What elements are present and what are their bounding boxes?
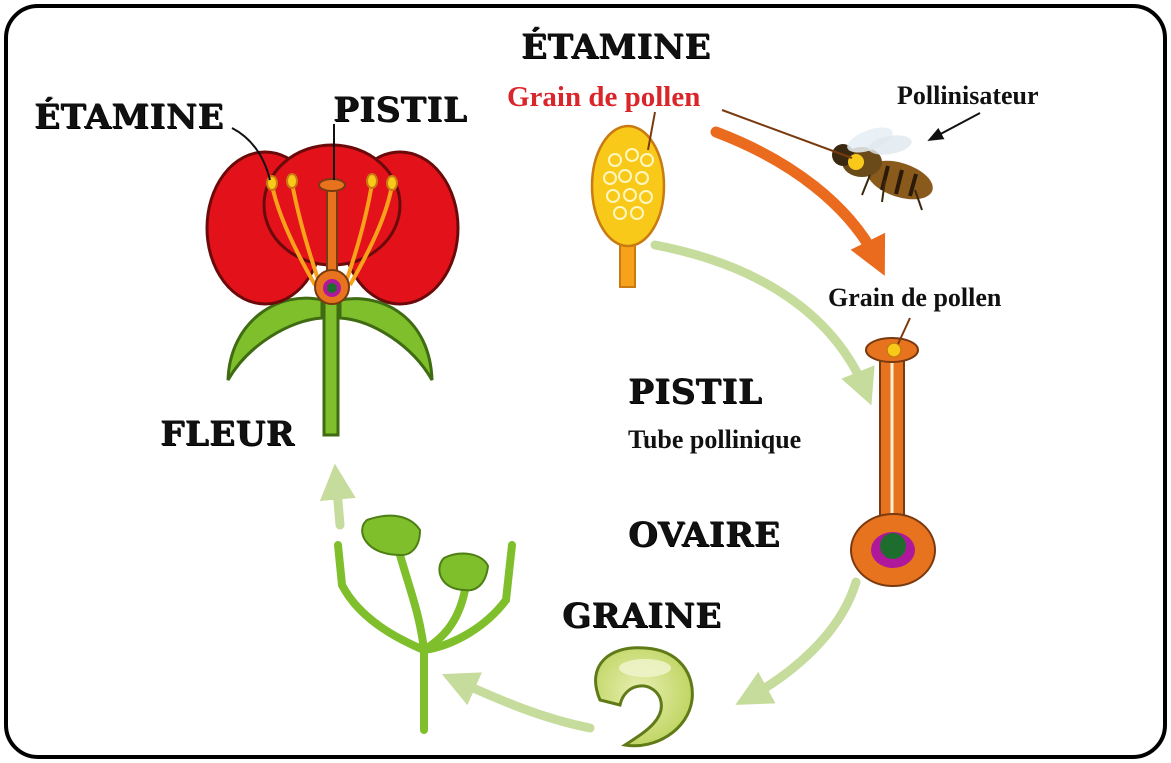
label-tube-pollinique: Tube pollinique (628, 425, 801, 455)
flower-sepal-left (228, 298, 322, 380)
bee-icon (832, 122, 938, 210)
cycle-arrow-ovary-to-seed (748, 582, 856, 698)
pistil-pollen-grain (887, 343, 901, 357)
seedling-leaves (362, 516, 488, 591)
cycle-arrow-pollen-to-pistil (655, 245, 866, 392)
label-pollinisateur: Pollinisateur (897, 81, 1039, 111)
pistil-ovule-inner (880, 533, 906, 559)
label-grain-pollen-pistil: Grain de pollen (828, 283, 1001, 313)
label-pistil-flower: PISTIL (333, 90, 467, 130)
pollen-grain-icon (592, 126, 664, 287)
label-ovaire: OVAIRE (628, 515, 780, 555)
pistil-icon (851, 338, 935, 586)
label-grain-pollen-anther: Grain de pollen (507, 81, 700, 114)
label-etamine-flower: ÉTAMINE (34, 97, 224, 137)
leader-pollen-to-bee (722, 110, 852, 158)
cycle-arrow-seedling-to-flower (336, 478, 340, 525)
flower-stem (324, 300, 338, 435)
cycle-arrows (336, 245, 866, 728)
label-etamine-anther: ÉTAMINE (521, 27, 711, 67)
flower-sepal-right (340, 299, 432, 380)
seed-icon (596, 648, 693, 746)
flower-stigma (319, 179, 345, 191)
pointer-pollinisateur (933, 113, 980, 138)
flower-icon (207, 145, 458, 435)
label-graine: GRAINE (562, 596, 722, 636)
cycle-arrow-seed-to-seedling (455, 680, 590, 728)
label-fleur: FLEUR (160, 414, 294, 454)
label-pistil-right: PISTIL (628, 372, 762, 412)
anther-body (592, 126, 664, 246)
flower-style (327, 186, 337, 276)
